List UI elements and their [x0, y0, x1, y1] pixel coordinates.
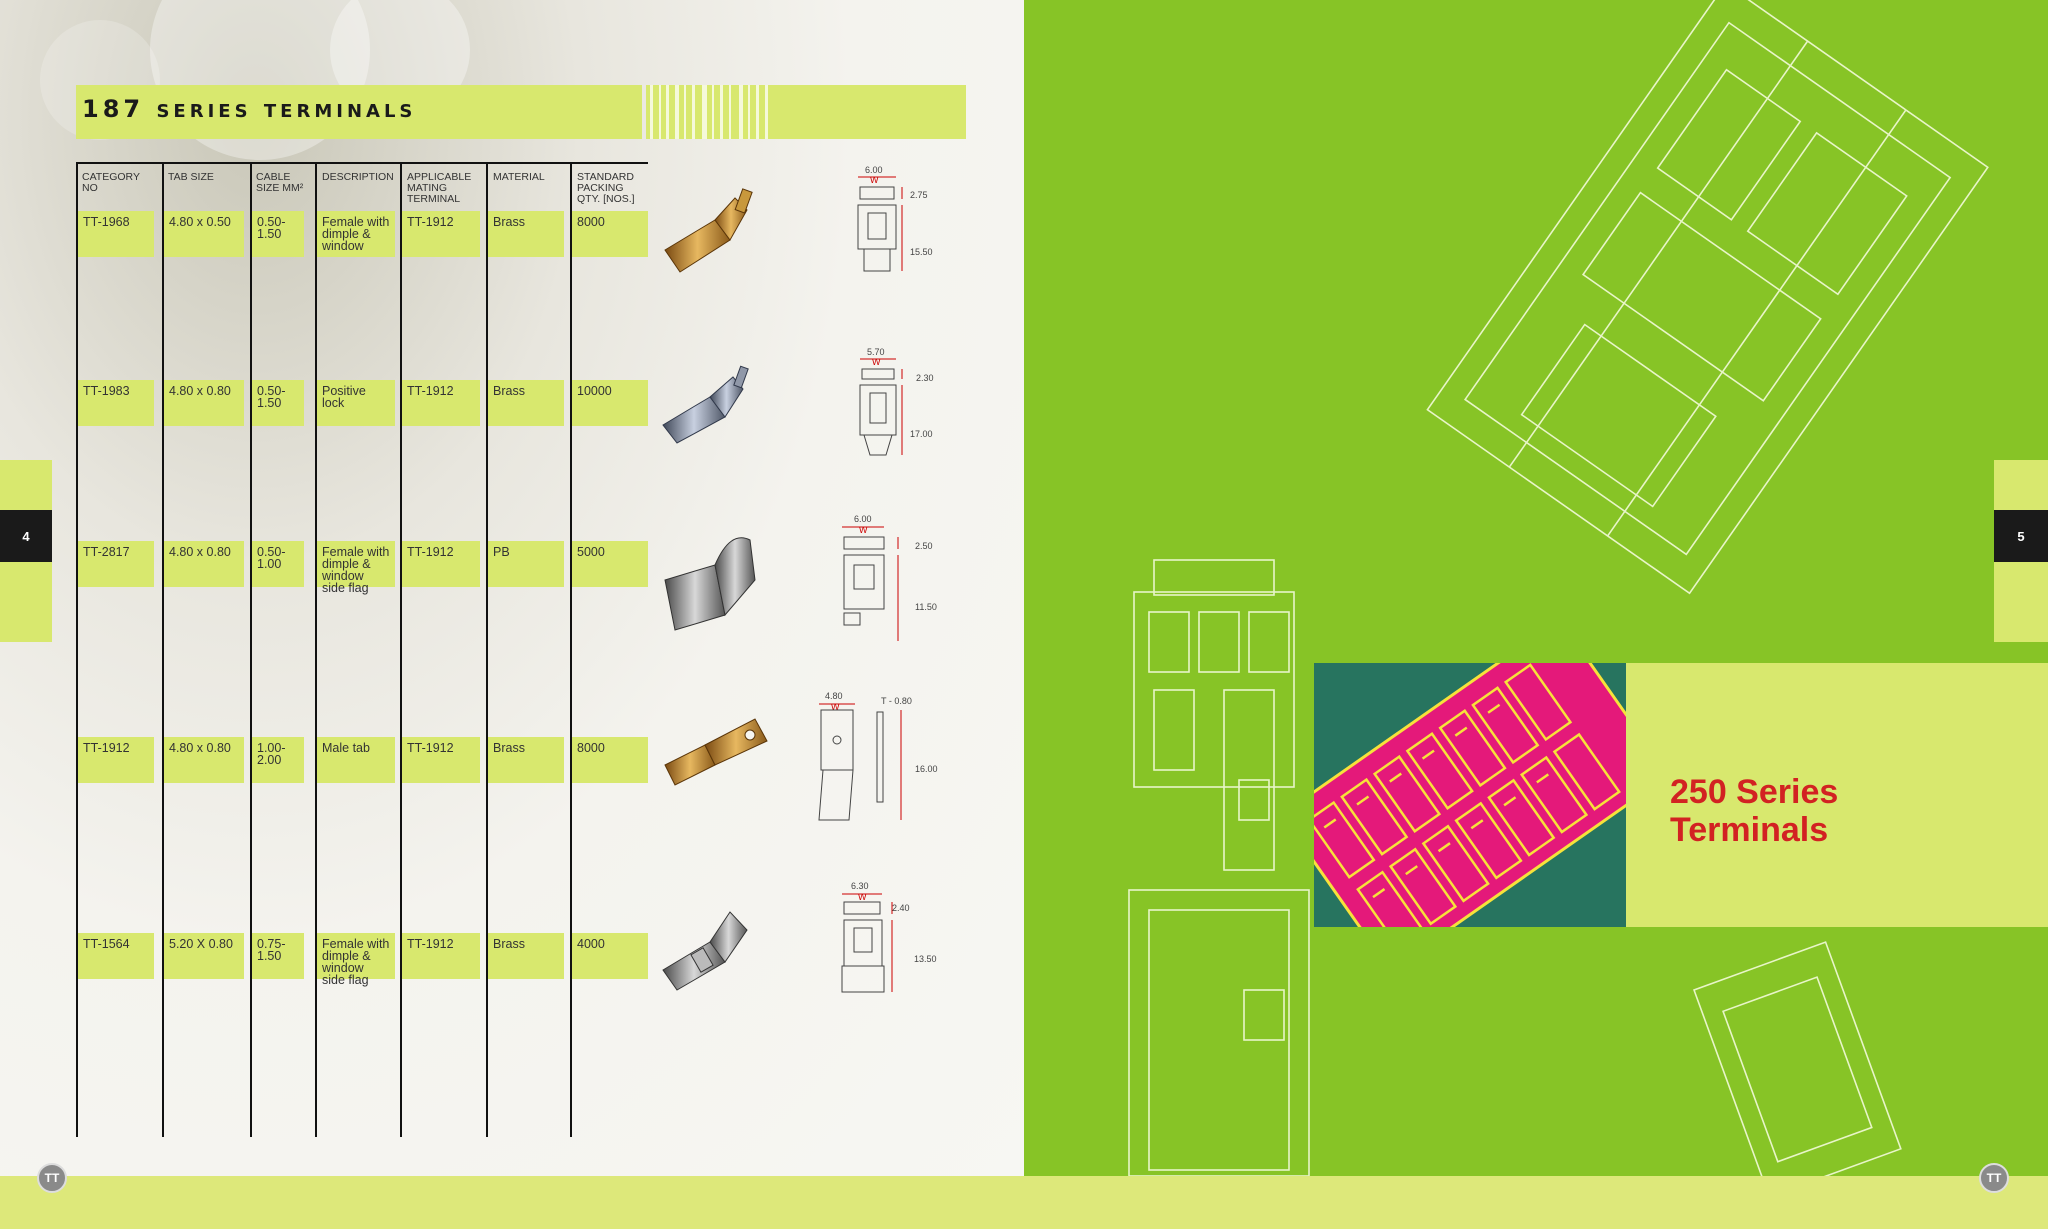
connector-artwork — [1314, 663, 1626, 927]
svg-text:6.00: 6.00 — [865, 165, 883, 175]
cell-description: Female with dimple & window side flag — [317, 933, 395, 986]
drawing-tt-1564: 6.30 W 2.40 13.50 — [841, 881, 937, 993]
column-rule — [400, 163, 402, 1137]
cell-material: PB — [488, 541, 564, 587]
cell-tab-size: 4.80 x 0.80 — [164, 541, 244, 587]
column-rule — [570, 163, 572, 1137]
header-cable-size: Cable Size mm² — [256, 171, 304, 194]
title-bar — [76, 85, 642, 139]
cell-qty: 4000 — [572, 933, 648, 979]
svg-text:W: W — [831, 702, 840, 712]
svg-text:6.30: 6.30 — [851, 881, 869, 891]
svg-text:17.00: 17.00 — [910, 429, 933, 439]
terminal-photo-brass — [664, 188, 753, 273]
header-description: Description — [322, 171, 394, 183]
terminal-photo-steel-flag — [664, 537, 756, 631]
svg-text:2.30: 2.30 — [916, 373, 934, 383]
cell-cable-size: 0.50-1.50 — [252, 211, 304, 257]
cell-material: Brass — [488, 933, 564, 979]
cell-description: Female with dimple & window — [317, 211, 395, 257]
header-packing-qty: Standard Packing Qty. [Nos.] — [577, 171, 635, 205]
table-header-rule — [76, 162, 648, 164]
cell-material: Brass — [488, 737, 564, 783]
cell-tab-size: 4.80 x 0.80 — [164, 737, 244, 783]
column-rule — [250, 163, 252, 1137]
svg-text:2.50: 2.50 — [915, 541, 933, 551]
svg-text:11.50: 11.50 — [915, 602, 937, 612]
svg-text:6.00: 6.00 — [854, 514, 872, 524]
cell-mating: TT-1912 — [402, 541, 480, 587]
svg-text:W: W — [870, 175, 879, 185]
cell-material: Brass — [488, 380, 564, 426]
svg-text:13.50: 13.50 — [914, 954, 937, 964]
cell-category: TT-2817 — [78, 541, 154, 587]
title-stripe-background — [646, 85, 966, 139]
terminal-photo-male-tab — [664, 718, 768, 786]
header-mating-terminal: Applicable Mating Terminal — [407, 171, 472, 205]
cell-material: Brass — [488, 211, 564, 257]
tt-logo-left: TT — [37, 1163, 67, 1193]
svg-text:2.75: 2.75 — [910, 190, 928, 200]
title-stripes — [646, 85, 836, 139]
cell-mating: TT-1912 — [402, 380, 480, 426]
cell-description: Positive lock — [317, 380, 395, 426]
svg-text:W: W — [858, 892, 867, 902]
column-rule — [315, 163, 317, 1137]
cell-qty: 10000 — [572, 380, 648, 426]
drawing-tt-2817: 6.00 W 2.50 11.50 — [842, 514, 937, 641]
column-rule — [76, 163, 78, 1137]
terminal-photo-steel-2 — [662, 911, 748, 991]
bottom-band — [0, 1176, 2048, 1229]
pink-connector-art — [1314, 663, 1626, 927]
right-page — [1024, 0, 2048, 1176]
cell-description: Male tab — [317, 737, 395, 783]
left-page — [0, 0, 1024, 1176]
header-tab-size: Tab Size — [168, 171, 214, 183]
cell-tab-size: 4.80 x 0.50 — [164, 211, 244, 257]
svg-text:5.70: 5.70 — [867, 347, 885, 357]
svg-text:W: W — [872, 357, 881, 367]
page-number-right: 5 — [1994, 510, 2048, 562]
cell-description: Female with dimple & window side flag — [317, 541, 395, 594]
cell-category: TT-1564 — [78, 933, 154, 979]
cell-mating: TT-1912 — [402, 933, 480, 979]
column-rule — [486, 163, 488, 1137]
svg-text:2.40: 2.40 — [892, 903, 910, 913]
tt-logo-right: TT — [1979, 1163, 2009, 1193]
cell-cable-size: 0.50-1.50 — [252, 380, 304, 426]
cell-cable-size: 1.00-2.00 — [252, 737, 304, 783]
cell-tab-size: 5.20 X 0.80 — [164, 933, 244, 979]
cell-qty: 5000 — [572, 541, 648, 587]
cell-category: TT-1983 — [78, 380, 154, 426]
cell-mating: TT-1912 — [402, 737, 480, 783]
cell-qty: 8000 — [572, 211, 648, 257]
cell-cable-size: 0.75-1.50 — [252, 933, 304, 979]
terminal-photo-steel — [662, 365, 749, 444]
cell-cable-size: 0.50-1.00 — [252, 541, 304, 587]
svg-text:W: W — [859, 525, 868, 535]
drawing-tt-1968: 6.00 W 2.75 15.50 — [857, 165, 933, 272]
drawing-tt-1983: 5.70 W 2.30 17.00 — [859, 347, 934, 456]
page-number-left: 4 — [0, 510, 52, 562]
cell-qty: 8000 — [572, 737, 648, 783]
svg-text:16.00: 16.00 — [915, 764, 938, 774]
header-category: Category No — [82, 171, 140, 194]
drawing-tt-1912: 4.80 W T - 0.80 16.00 — [818, 691, 938, 821]
cell-category: TT-1912 — [78, 737, 154, 783]
svg-text:15.50: 15.50 — [910, 247, 933, 257]
svg-text:4.80: 4.80 — [825, 691, 843, 701]
connector-line-art — [1128, 0, 1989, 1176]
section-title: 250 Series Terminals — [1670, 773, 1839, 849]
column-rule — [162, 163, 164, 1137]
cell-mating: TT-1912 — [402, 211, 480, 257]
page-title: 187 Series Terminals — [82, 95, 417, 123]
svg-text:T - 0.80: T - 0.80 — [881, 696, 912, 706]
section-feature-box — [1626, 663, 2048, 927]
cell-category: TT-1968 — [78, 211, 154, 257]
header-material: Material — [493, 171, 545, 183]
cell-tab-size: 4.80 x 0.80 — [164, 380, 244, 426]
